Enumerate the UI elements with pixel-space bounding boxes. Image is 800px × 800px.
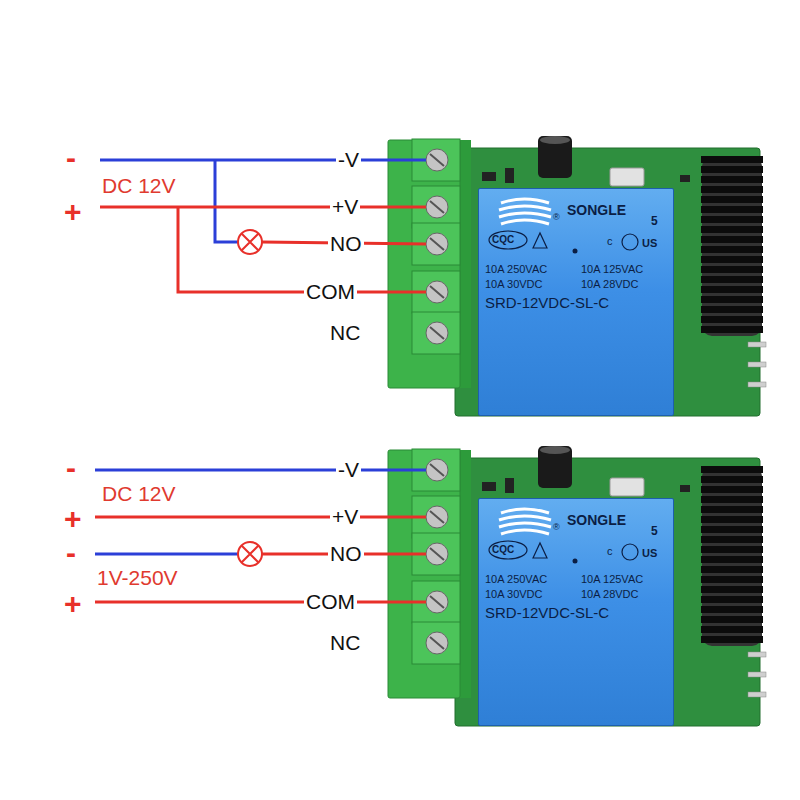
certification-mark: US [642,547,657,559]
relay-dot [573,249,578,254]
wire-negative [215,160,238,242]
part-number: SRD-12VDC-SL-C [485,605,609,622]
wire-negative [95,553,238,556]
relay-module [388,446,766,726]
wire-positive [178,207,426,292]
relay-body: SONGLE ® CQC 5 c US 10A 250VAC 10A 125VAC 10A 30… [478,188,674,416]
wire-positive [95,516,426,519]
ul-mark [622,544,638,560]
contact-rating: 10A 30VDC [485,278,542,290]
certification-mark: CQC [492,234,514,245]
lamp-symbol [238,230,262,254]
terminal-name: +V [330,195,360,219]
terminal-name: COM [304,280,357,304]
registered-mark: ® [553,523,560,533]
polarity-sign: + [62,195,84,230]
certification-mark: 5 [651,215,658,228]
terminal-name: COM [304,590,357,614]
relay-dot [573,559,578,564]
certification-oval [489,541,527,559]
polarity-sign: - [64,536,78,571]
certification-mark: 5 [651,525,658,538]
wire-positive [95,601,426,604]
contact-rating: 10A 28VDC [581,588,638,600]
lamp-symbol-cross [242,546,259,563]
contact-rating: 10A 250VAC [485,263,547,275]
polarity-sign: - [64,451,78,486]
load-voltage: 1V-250V [95,566,180,590]
supply-voltage: DC 12V [100,482,178,506]
part-number: SRD-12VDC-SL-C [485,295,609,312]
terminal-name: NO [328,232,364,256]
wire-negative [95,469,426,472]
certification-mark: CQC [492,544,514,555]
terminal-name: NO [328,542,364,566]
brand-logo [499,199,551,224]
terminal-name: NC [328,321,362,345]
certification-mark: US [642,237,657,249]
ul-mark [622,234,638,250]
terminal-name: +V [330,505,360,529]
lamp-symbol-cross [242,234,259,251]
relay-module [388,136,766,416]
certification-triangle [533,233,547,248]
contact-rating: 10A 125VAC [581,573,643,585]
certification-oval [489,231,527,249]
polarity-sign: - [64,141,78,176]
registered-mark: ® [553,213,560,223]
wire-positive [100,206,426,209]
terminal-name: -V [336,148,361,172]
polarity-sign: + [62,587,84,622]
lamp-symbol [238,542,262,566]
contact-rating: 10A 28VDC [581,278,638,290]
contact-rating: 10A 125VAC [581,263,643,275]
supply-voltage: DC 12V [100,174,178,198]
polarity-sign: + [62,502,84,537]
certification-triangle [533,543,547,558]
wire-negative [100,159,426,162]
terminal-name: NC [328,631,362,655]
terminal-name: -V [336,458,361,482]
brand-logo [499,509,551,534]
contact-rating: 10A 30VDC [485,588,542,600]
relay-body: SONGLE ® CQC 5 c US 10A 250VAC 10A 125VAC 10A 30… [478,498,674,726]
certification-mark: c [607,545,613,557]
brand-name: SONGLE [567,203,626,218]
brand-name: SONGLE [567,513,626,528]
certification-mark: c [607,235,613,247]
contact-rating: 10A 250VAC [485,573,547,585]
